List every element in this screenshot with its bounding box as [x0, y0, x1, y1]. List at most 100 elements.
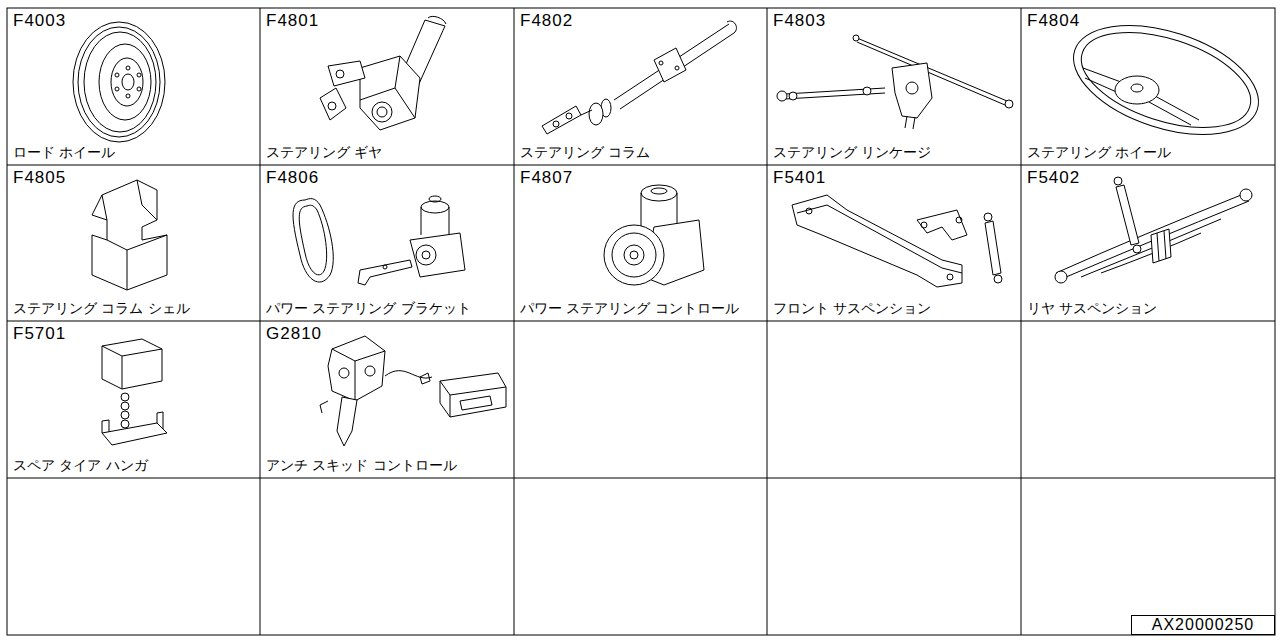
pump-bracket-drawing-stroke [410, 233, 465, 277]
steering-column-drawing-stroke [589, 103, 603, 125]
front-suspension-drawing-stroke [994, 275, 1002, 283]
steering-wheel-drawing-stroke [1131, 84, 1143, 92]
steering-column-drawing-stroke [581, 110, 592, 115]
front-suspension-drawing-stroke [921, 222, 927, 228]
wheel-drawing-stroke [126, 94, 130, 98]
spare-hanger-drawing-stroke [102, 420, 109, 433]
pump-bracket-drawing-stroke [383, 265, 387, 269]
part-code: F4003 [13, 12, 66, 31]
anti-skid-drawing-stroke [440, 381, 506, 395]
steering-linkage-drawing-stroke [913, 117, 915, 129]
anti-skid-drawing-stroke [420, 373, 430, 384]
part-name: フロント サスペンション [773, 300, 931, 317]
spare-hanger-drawing-stroke [121, 420, 129, 428]
pump-drawing-stroke [604, 225, 664, 285]
pump-bracket-drawing-stroke [358, 260, 412, 285]
steering-gear-drawing [320, 16, 446, 130]
steering-gear-drawing-stroke [377, 107, 387, 117]
pump-bracket-drawing-stroke [421, 201, 449, 213]
front-suspension-drawing-stroke [947, 274, 953, 280]
wheel-drawing-stroke [73, 22, 165, 142]
grid-lines-stroke [7, 165, 1275, 166]
catalog-cell: F4802ステアリング コラム [515, 9, 767, 165]
steering-linkage-drawing-stroke [785, 88, 885, 94]
catalog-cell: F4803ステアリング リンケージ [768, 9, 1021, 165]
rear-suspension-drawing-stroke [1081, 219, 1221, 277]
part-code: F4807 [520, 169, 573, 188]
steering-column-drawing-stroke [614, 24, 729, 100]
part-code: F5402 [1027, 169, 1080, 188]
pump-bracket-drawing-stroke [422, 251, 430, 259]
spare-hanger-drawing-stroke [121, 411, 129, 419]
spare-hanger-drawing-stroke [121, 393, 129, 401]
catalog-cell: F5701スペア タイア ハンガ [8, 322, 260, 478]
steering-linkage-drawing [777, 35, 1013, 129]
column-shell-drawing-stroke [107, 235, 167, 250]
steering-column-drawing-stroke [566, 113, 572, 119]
spare-hanger-drawing-stroke [102, 346, 162, 356]
steering-column-drawing-stroke [654, 48, 686, 82]
front-suspension-drawing-stroke [984, 213, 992, 221]
anti-skid-drawing-stroke [320, 401, 328, 413]
steering-gear-drawing-stroke [428, 16, 446, 24]
catalog-cell: F5401フロント サスペンション [768, 166, 1021, 321]
column-shell-drawing [92, 180, 167, 290]
rear-suspension-drawing-stroke [1056, 193, 1246, 273]
steering-linkage-drawing-stroke [892, 63, 932, 118]
steering-linkage-drawing-stroke [857, 38, 1007, 101]
anti-skid-drawing-stroke [440, 373, 506, 417]
catalog-cell: F4805ステアリング コラム シェル [8, 166, 260, 321]
front-suspension-drawing-stroke [956, 217, 962, 223]
wheel-drawing [73, 22, 165, 142]
anti-skid-drawing-stroke [365, 366, 375, 376]
rear-suspension-drawing-stroke [1114, 177, 1122, 185]
steering-gear-drawing-stroke [360, 56, 400, 100]
wheel-drawing-stroke [137, 73, 141, 77]
anti-skid-drawing [320, 336, 506, 446]
steering-column-drawing-stroke [553, 121, 559, 127]
pump-bracket-drawing-stroke [293, 199, 333, 282]
steering-linkage-drawing-stroke [777, 91, 787, 101]
part-code: F4804 [1027, 12, 1080, 31]
spare-hanger-drawing-stroke [121, 402, 129, 410]
steering-column-drawing [542, 21, 736, 134]
part-name: ステアリング コラム [520, 144, 650, 161]
front-suspension-drawing-stroke [792, 195, 962, 287]
part-name: ステアリング ホイール [1027, 144, 1171, 161]
steering-linkage-drawing-stroke [1005, 100, 1013, 108]
catalog-cell: F4801ステアリング ギヤ [261, 9, 514, 165]
anti-skid-drawing-stroke [332, 349, 385, 361]
part-code: F5701 [13, 325, 66, 344]
catalog-cell: F4804 ステアリング ホイール [1022, 9, 1275, 165]
part-name: ロード ホイール [13, 144, 115, 161]
steering-gear-drawing-stroke [328, 61, 365, 86]
rear-suspension-drawing-stroke [1151, 229, 1171, 263]
steering-column-drawing-stroke [620, 33, 734, 109]
wheel-drawing-stroke [126, 66, 130, 70]
anti-skid-drawing-stroke [460, 396, 492, 410]
wheel-drawing-stroke [137, 87, 141, 91]
pump-bracket-drawing-stroke [449, 207, 450, 235]
anti-skid-drawing-stroke [355, 361, 356, 401]
part-name: ステアリング ギヤ [266, 144, 382, 161]
rear-suspension-drawing-stroke [1059, 201, 1249, 280]
front-suspension-drawing-stroke [917, 210, 967, 240]
steering-gear-drawing-stroke [395, 88, 415, 118]
part-name: ステアリング リンケージ [773, 144, 931, 161]
rear-suspension-drawing-stroke [1240, 189, 1252, 201]
grid-lines-stroke [7, 8, 1275, 635]
spare-hanger-drawing-stroke [157, 412, 163, 429]
pump-drawing-stroke [677, 193, 678, 227]
pump-bracket-drawing-stroke [421, 207, 422, 235]
rear-suspension-drawing-stroke [1164, 231, 1166, 259]
pump-drawing-stroke [651, 188, 667, 194]
steering-column-drawing-stroke [659, 61, 663, 65]
steering-wheel-drawing-stroke [1060, 5, 1272, 156]
part-name: ステアリング コラム シェル [13, 300, 190, 317]
steering-gear-drawing-stroke [328, 102, 336, 110]
drawing-number-box: AX20000250 [1131, 615, 1275, 635]
wheel-drawing-stroke [122, 74, 134, 90]
part-name: パワー ステアリング ブラケット [266, 300, 471, 317]
rear-suspension-drawing [1055, 177, 1252, 283]
